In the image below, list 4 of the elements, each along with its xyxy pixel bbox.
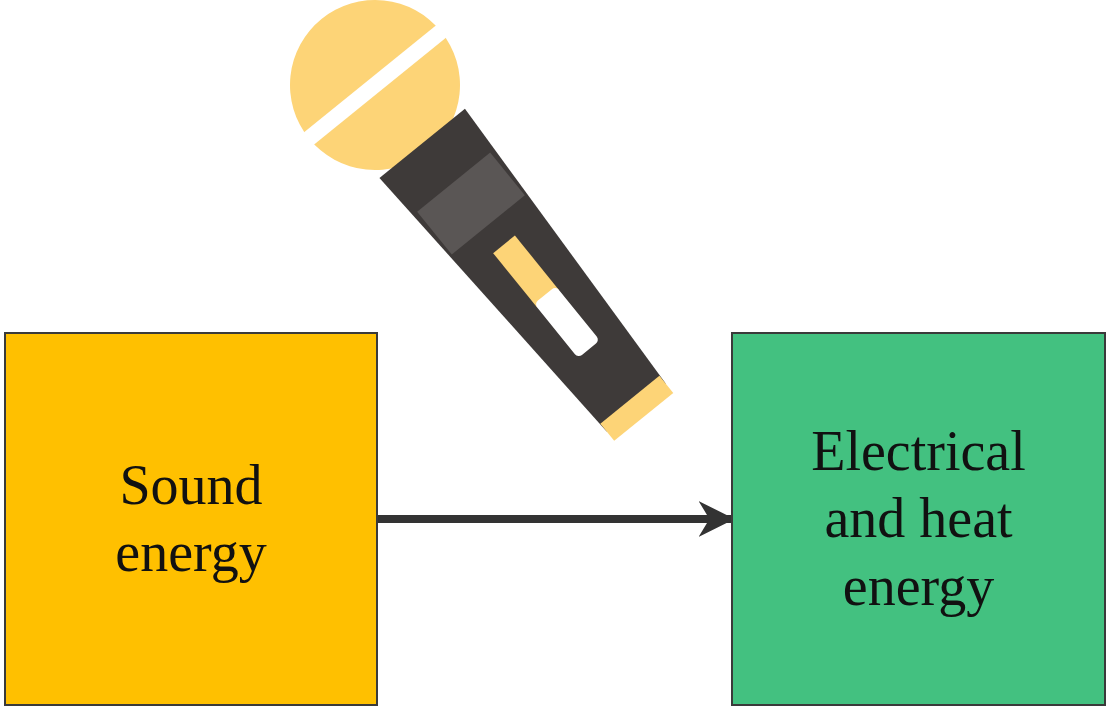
process-box [4,332,378,706]
box-label: Sound energy [114,452,268,585]
process-box [731,332,1106,706]
box-label: Electrical and heat energy [810,419,1027,619]
